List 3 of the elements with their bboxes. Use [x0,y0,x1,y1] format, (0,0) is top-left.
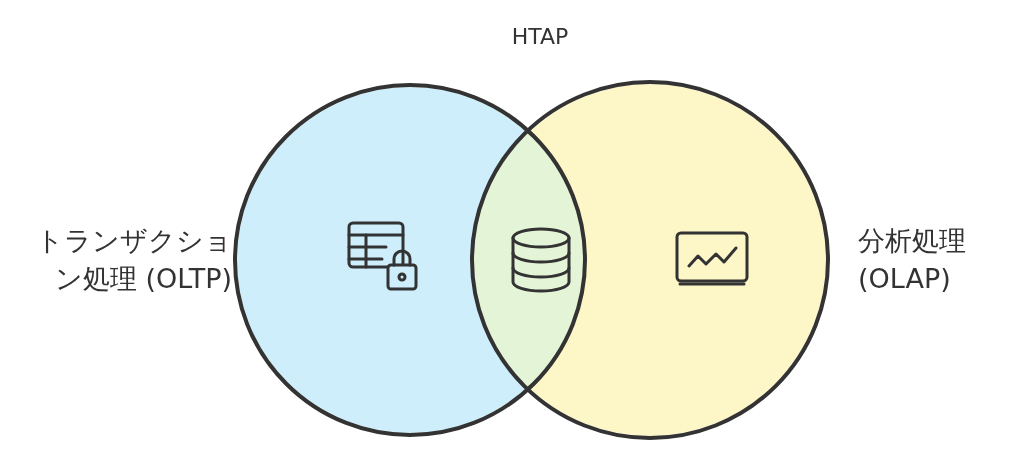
overlap-label: HTAP [510,24,570,49]
set-label: 分析処理 (OLAP) [858,224,967,296]
set-label: トランザクション処理 (OLTP) [35,224,232,296]
